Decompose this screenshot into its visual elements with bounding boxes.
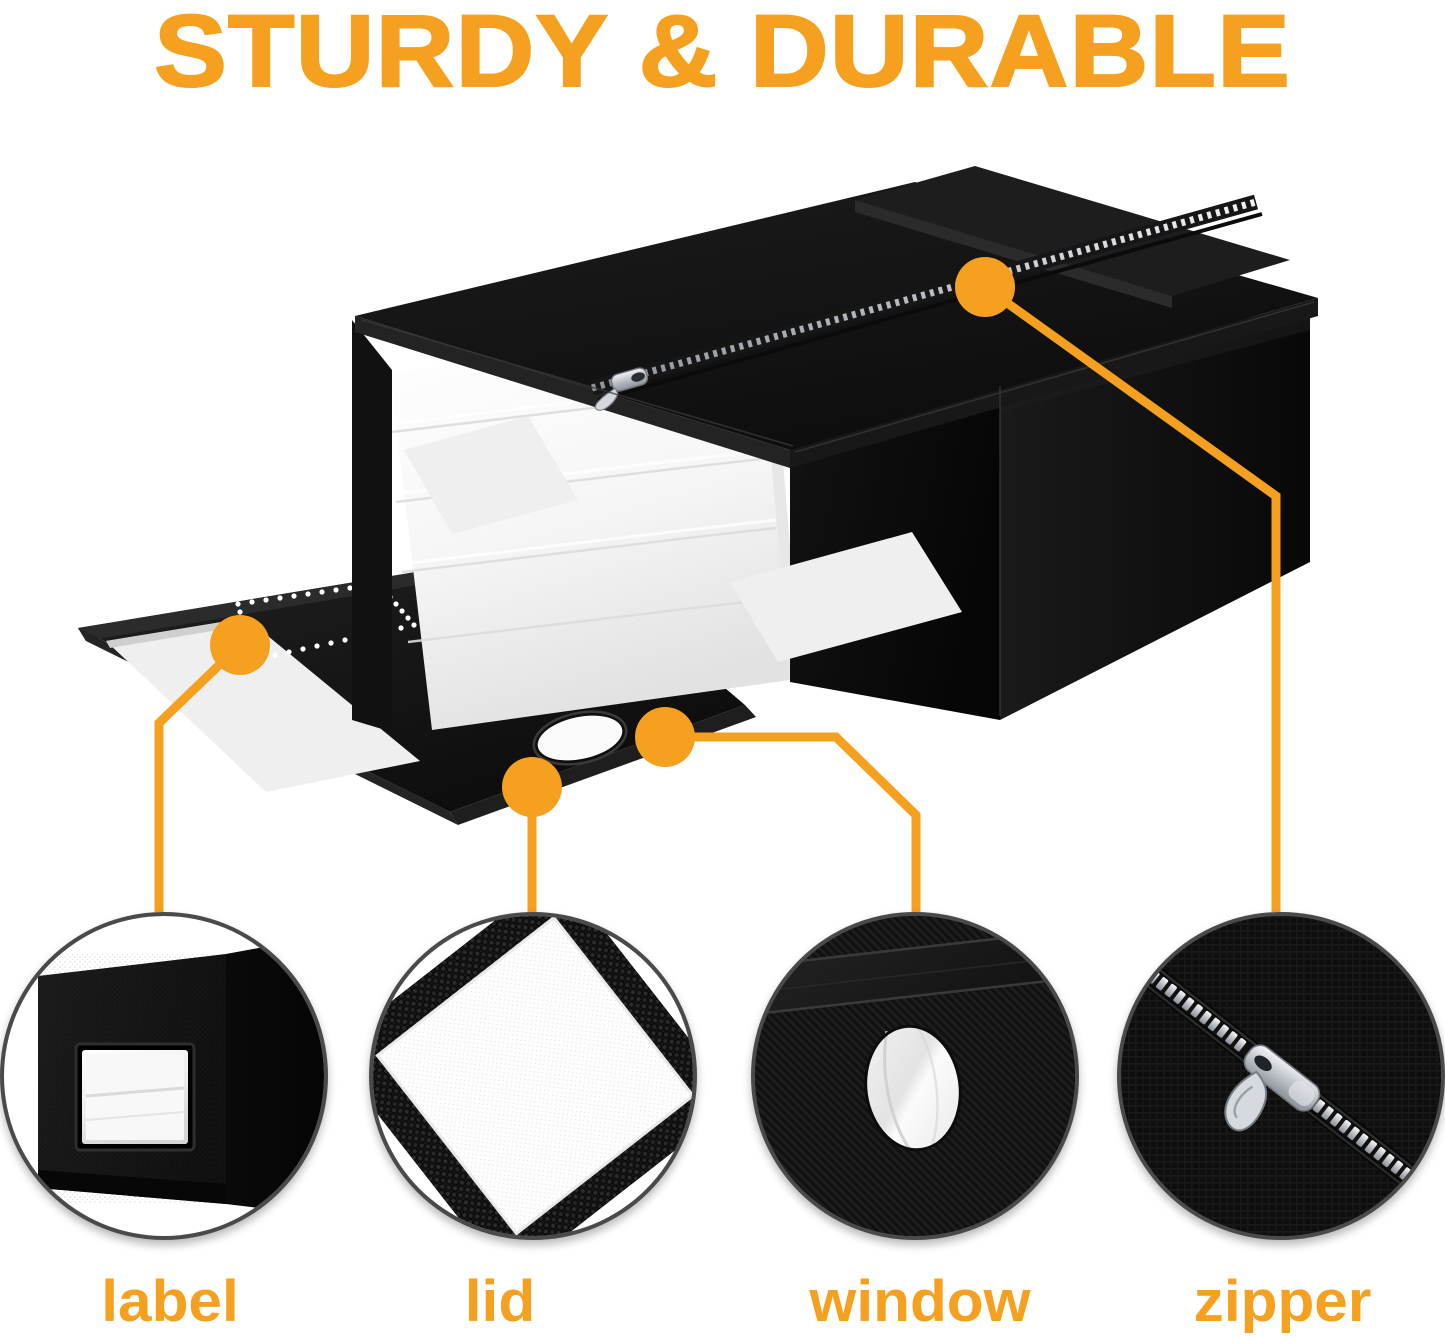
detail-circle-label	[0, 912, 328, 1240]
detail-circle-zipper	[1117, 912, 1445, 1240]
zipper-detail-illustration	[1121, 916, 1441, 1236]
detail-circle-window	[751, 912, 1079, 1240]
hero-product-image	[0, 120, 1445, 900]
caption-lid: lid	[464, 1269, 536, 1334]
window-detail-illustration	[755, 916, 1075, 1236]
caption-window: window	[809, 1269, 1031, 1334]
product-illustration	[78, 166, 1318, 825]
caption-zipper: zipper	[1193, 1269, 1372, 1334]
detail-circle-lid	[369, 912, 697, 1240]
page-title: STURDY & DURABLE	[153, 0, 1291, 108]
caption-label: label	[101, 1269, 239, 1334]
label-detail-illustration	[4, 916, 324, 1236]
lid-detail-illustration	[373, 916, 693, 1236]
